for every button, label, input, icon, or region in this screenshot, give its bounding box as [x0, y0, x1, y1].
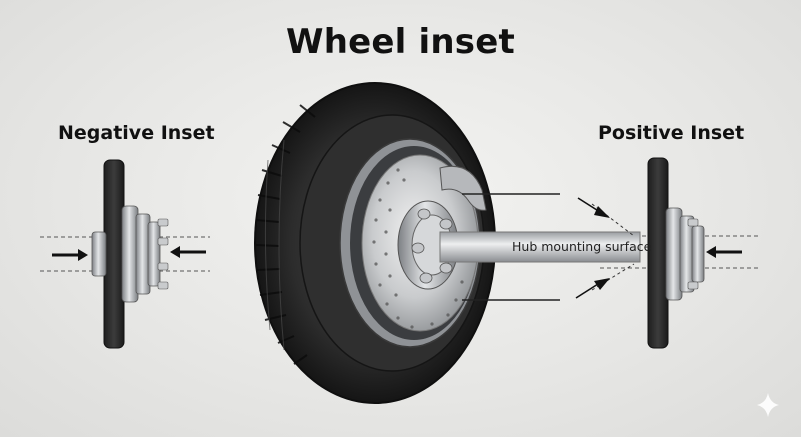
arrow-left-icon [170, 246, 206, 258]
page-title: Wheel inset [286, 22, 515, 62]
positive-inset-hub [600, 157, 758, 349]
sparkle-icon [757, 393, 779, 417]
negative-inset-label: Negative Inset [58, 122, 215, 144]
pointer-arrow-icon [575, 278, 610, 299]
wheel-assembly: Hub mounting surface [254, 82, 652, 404]
arrow-left-icon [706, 246, 742, 258]
hub-surface-label: Hub mounting surface [512, 239, 652, 254]
pointer-arrow-icon [577, 197, 610, 218]
negative-inset-hub [40, 159, 210, 349]
arrow-right-icon [52, 249, 88, 261]
positive-inset-label: Positive Inset [598, 122, 745, 144]
